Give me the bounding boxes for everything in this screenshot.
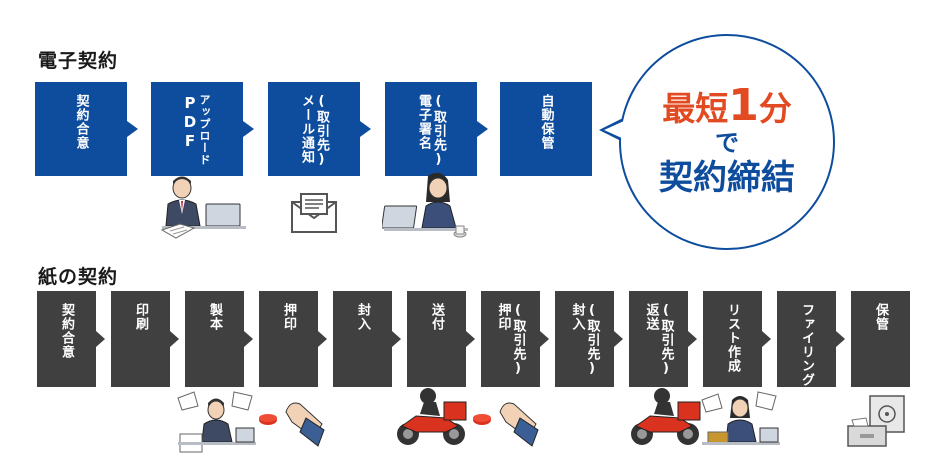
p-arrow-2 — [170, 331, 179, 347]
e-step-5: 自動保管 — [500, 82, 592, 176]
p-arrow-5 — [392, 331, 401, 347]
p-step-3-label: 製本 — [207, 303, 222, 331]
stamp-hand-illustration — [259, 402, 325, 447]
bubble-line-1-pre: 最短 — [662, 88, 729, 128]
bubble-line-1-num: 1 — [728, 79, 759, 131]
p-arrow-9 — [688, 331, 697, 347]
p-step-8-label: 封入 — [569, 303, 585, 331]
e-step-4-label: 電子署名 — [416, 94, 431, 150]
bubble-tail-inner — [604, 121, 624, 139]
p-step-2: 印刷 — [111, 291, 170, 387]
paper-section-title: 紙の契約 — [38, 266, 119, 288]
p-step-7: 押印 (取引先) — [481, 291, 540, 387]
p-step-8-sub: (取引先) — [584, 303, 600, 377]
p-step-9-sub: (取引先) — [658, 303, 674, 377]
p-step-5: 封入 — [333, 291, 392, 387]
e-step-1-label: 契約合意 — [73, 94, 89, 150]
p-arrow-10 — [762, 331, 771, 347]
speed-bubble: 最短1分 で 契約締結 — [619, 34, 835, 250]
p-step-10: リスト作成 — [703, 291, 762, 387]
p-step-7-label: 押印 — [495, 303, 511, 331]
e-arrow-2 — [243, 121, 254, 137]
p-arrow-1 — [96, 331, 105, 347]
p-arrow-11 — [836, 331, 845, 347]
p-step-4: 押印 — [259, 291, 318, 387]
e-step-2: PDF アップロード — [151, 82, 243, 176]
p-step-3: 製本 — [185, 291, 244, 387]
p-step-11: ファイリング — [777, 291, 836, 387]
safe-storage-illustration — [847, 395, 905, 447]
busy-woman-papers-illustration — [701, 391, 780, 445]
bubble-line-1: 最短1分 — [662, 83, 792, 128]
e-arrow-3 — [360, 121, 371, 137]
p-step-1-label: 契約合意 — [59, 303, 74, 359]
p-step-2-label: 印刷 — [133, 303, 148, 331]
e-step-3-sub: (取引先) — [314, 94, 329, 168]
return-motorbike-illustration — [631, 388, 701, 445]
e-step-4: 電子署名 (取引先) — [385, 82, 477, 176]
p-step-6: 送付 — [407, 291, 466, 387]
p-arrow-6 — [466, 331, 475, 347]
p-step-10-label: リスト作成 — [725, 303, 740, 373]
e-step-1: 契約合意 — [35, 82, 127, 176]
p-step-7-sub: (取引先) — [510, 303, 526, 377]
woman-laptop-illustration — [382, 172, 468, 238]
e-step-4-sub: (取引先) — [431, 94, 446, 168]
e-step-3: メール通知 (取引先) — [268, 82, 360, 176]
e-step-2-label2: アップロード — [198, 94, 211, 166]
p-arrow-4 — [318, 331, 327, 347]
p-arrow-8 — [614, 331, 623, 347]
electronic-section-title: 電子契約 — [38, 50, 119, 72]
e-step-5-label: 自動保管 — [538, 94, 554, 150]
p-step-4-label: 押印 — [281, 303, 296, 331]
stamp-hand-client-illustration — [473, 402, 539, 447]
bubble-line-3: 契約締結 — [659, 157, 795, 198]
delivery-motorbike-illustration — [397, 388, 467, 445]
e-step-3-label: メール通知 — [299, 94, 314, 164]
bubble-line-1-post: 分 — [758, 88, 792, 128]
p-step-5-label: 封入 — [355, 303, 370, 331]
p-step-9-label: 返送 — [643, 303, 659, 331]
p-arrow-3 — [244, 331, 253, 347]
p-step-8: 封入 (取引先) — [555, 291, 614, 387]
e-arrow-1 — [127, 121, 138, 137]
e-arrow-4 — [477, 121, 488, 137]
p-step-12-label: 保管 — [873, 303, 888, 331]
p-step-12: 保管 — [851, 291, 910, 387]
busy-man-papers-illustration — [177, 391, 256, 453]
p-arrow-7 — [540, 331, 549, 347]
bubble-line-2: で — [715, 128, 739, 157]
p-step-9: 返送 (取引先) — [629, 291, 688, 387]
p-step-6-label: 送付 — [429, 303, 444, 331]
man-laptop-illustration — [160, 176, 246, 239]
envelope-icon — [291, 193, 337, 233]
p-step-11-label: ファイリング — [799, 303, 814, 387]
e-step-2-label: PDF — [181, 94, 199, 151]
p-step-1: 契約合意 — [37, 291, 96, 387]
